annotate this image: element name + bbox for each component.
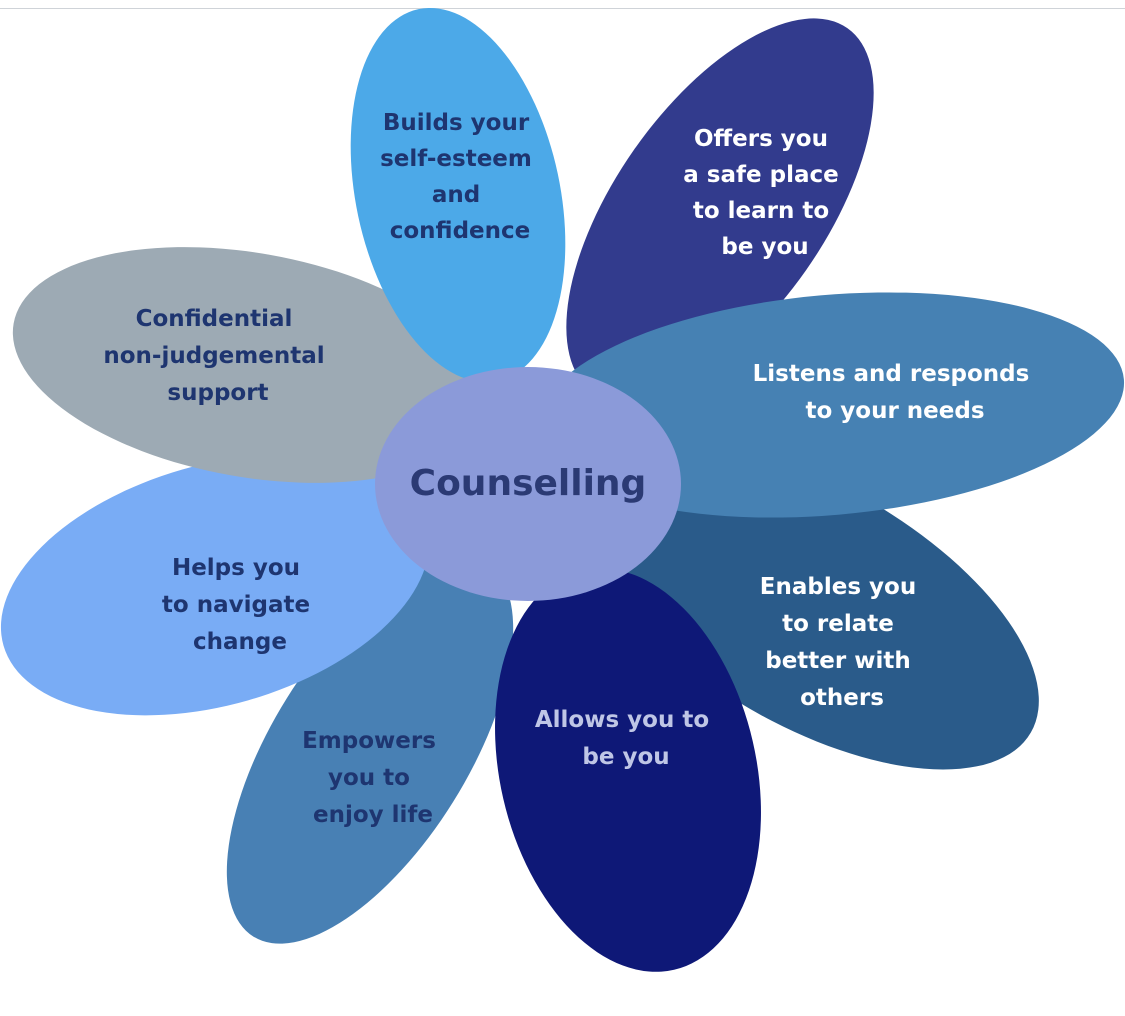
petal-label-line: be you: [582, 744, 669, 770]
petal-label-line: self-esteem: [380, 146, 532, 172]
petal-shape: [495, 568, 761, 972]
petal-shape: [12, 247, 488, 483]
petal-shape: [350, 7, 566, 383]
petal-label: Listens and responds to your needs: [753, 361, 1038, 424]
petal-label-line: to relate: [782, 611, 894, 637]
center-hub: Counselling: [375, 367, 681, 601]
petal-label-line: Helps you: [172, 555, 300, 581]
petal-shape: [535, 292, 1125, 518]
petal-label-line: a safe place: [683, 162, 838, 188]
center-label: Counselling: [410, 463, 647, 504]
petal-label-line: you to: [328, 765, 410, 791]
petal-shape: [566, 18, 874, 402]
petal-label-line: enjoy life: [313, 802, 433, 828]
petal-label-line: Listens and responds: [753, 361, 1030, 387]
top-border: [0, 0, 1125, 9]
petal-label-line: support: [167, 380, 268, 406]
petal-enables: Enables you to relate better with others: [581, 440, 1039, 770]
petal-label-line: confidence: [390, 218, 531, 244]
petal-builds: Builds your self-esteem and confidence: [350, 7, 566, 383]
petal-label-line: Builds your: [383, 110, 530, 136]
petal-label: Enables you to relate better with others: [760, 574, 924, 711]
petal-label-line: change: [193, 629, 287, 655]
petal-label: Offers you a safe place to learn to be y…: [683, 126, 846, 260]
petal-label-line: non-judgemental: [103, 343, 324, 369]
petal-label: Builds your self-esteem and confidence: [380, 110, 540, 244]
petal-label-line: Offers you: [694, 126, 828, 152]
petal-shape: [0, 454, 430, 716]
petal-label-line: Allows you to: [535, 707, 709, 733]
petal-label-line: to your needs: [805, 398, 984, 424]
petal-label-line: Confidential: [136, 306, 293, 332]
center-ellipse: [375, 367, 681, 601]
petal-label-line: others: [800, 685, 884, 711]
petal-shape: [226, 556, 514, 944]
petal-shape: [581, 440, 1039, 770]
petal-label: Empowers you to enjoy life: [302, 728, 444, 828]
petal-label-line: to learn to: [693, 198, 829, 224]
petal-helps: Helps you to navigate change: [0, 454, 430, 716]
petal-confidential: Confidential non-judgemental support: [12, 247, 488, 483]
petal-listens: Listens and responds to your needs: [535, 292, 1125, 518]
petal-label-line: Empowers: [302, 728, 436, 754]
petal-label: Helps you to navigate change: [162, 555, 318, 655]
petal-allows: Allows you to be you: [495, 568, 761, 972]
petal-label-line: Enables you: [760, 574, 916, 600]
petal-empowers: Empowers you to enjoy life: [226, 556, 514, 944]
petal-label: Confidential non-judgemental support: [103, 306, 332, 406]
petal-label-line: to navigate: [162, 592, 310, 618]
petal-label-line: and: [432, 182, 480, 208]
petal-label-line: better with: [765, 648, 911, 674]
petal-label: Allows you to be you: [535, 707, 717, 770]
petal-label-line: be you: [721, 234, 808, 260]
petal-offers: Offers you a safe place to learn to be y…: [566, 18, 874, 402]
